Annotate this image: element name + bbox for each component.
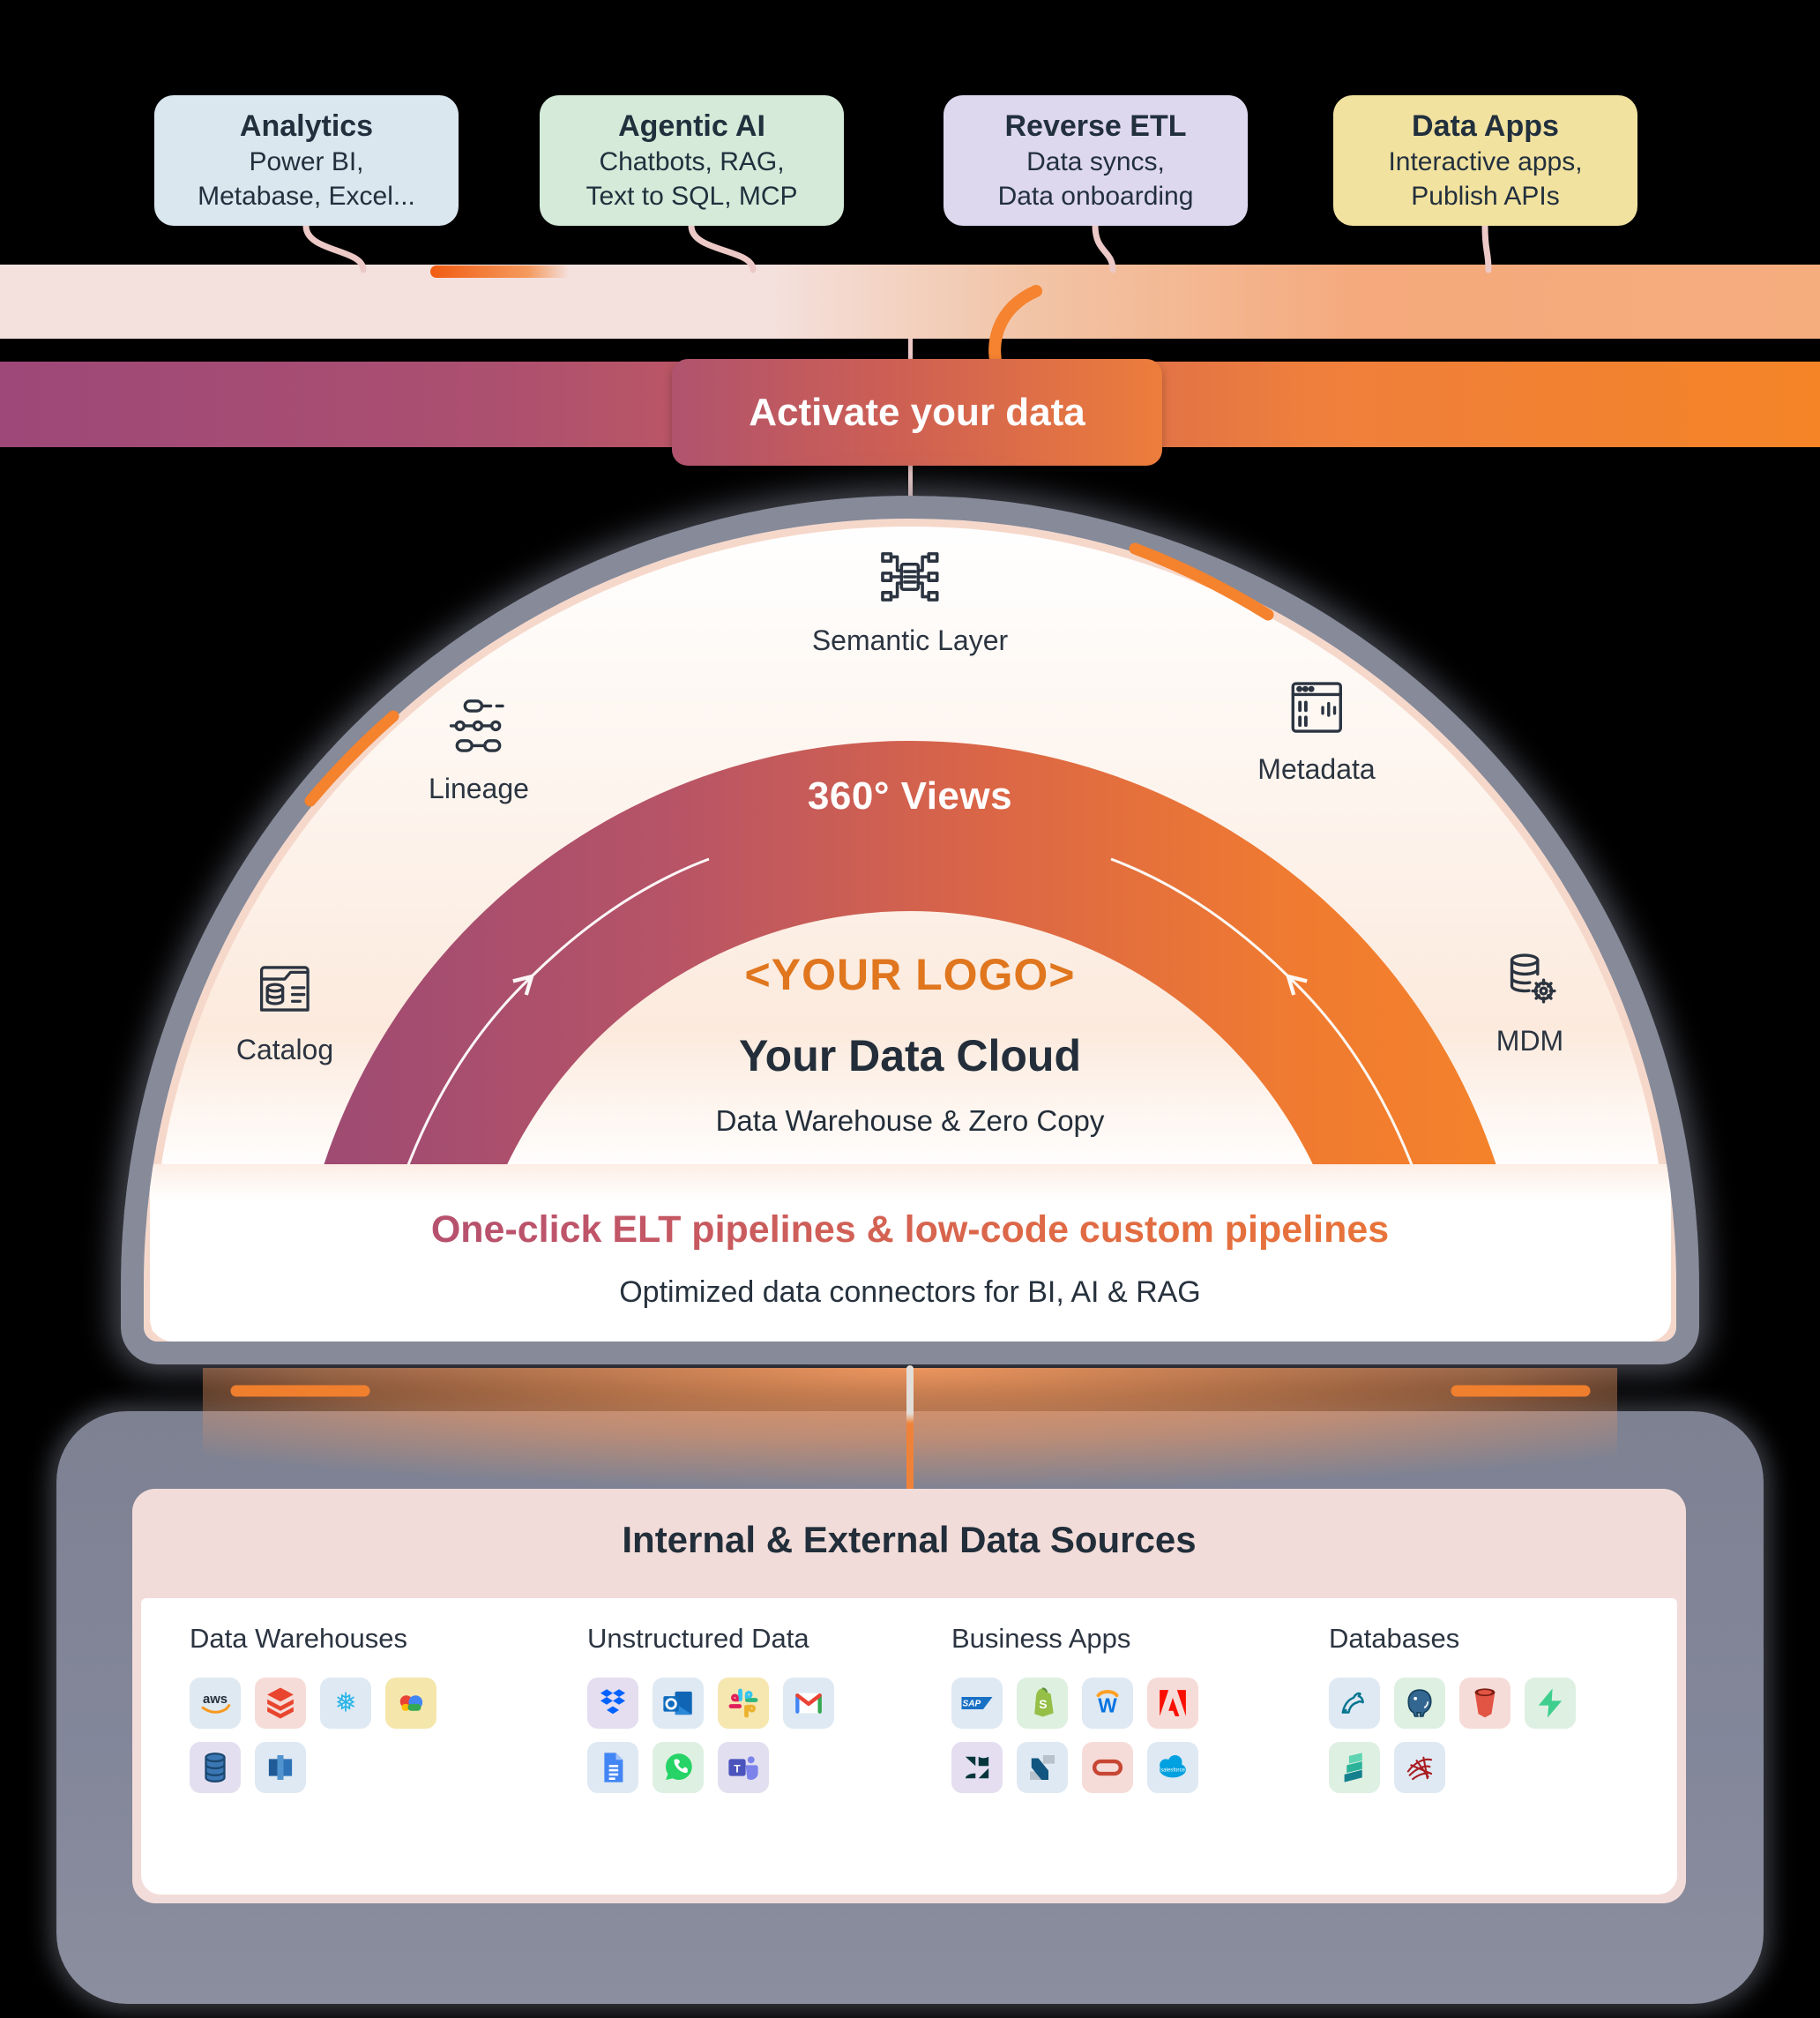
data-cloud-dome: 360° Views <YOUR LOGO> Your Data Cloud D…: [121, 496, 1699, 1364]
supabase-icon: [1525, 1678, 1576, 1729]
icon-grid: aws ❅: [190, 1678, 436, 1793]
data-cloud-subtitle: Data Warehouse & Zero Copy: [715, 1104, 1105, 1137]
svg-text:T: T: [734, 1762, 741, 1775]
svg-text:salesforce: salesforce: [1160, 1767, 1185, 1773]
pipelines-band: [150, 1164, 1671, 1342]
box-line: Publish APIs: [1411, 181, 1560, 211]
category-label: Data Warehouses: [190, 1623, 407, 1654]
teams-icon: T: [718, 1742, 769, 1793]
activate-banner: Activate your data: [672, 359, 1162, 466]
icon-grid: [1329, 1678, 1576, 1793]
box-line: Power BI,: [249, 147, 364, 177]
gmail-icon: [783, 1678, 834, 1729]
category-data-warehouses: Data Warehouses aws ❅: [190, 1623, 436, 1793]
activate-banner-label: Activate your data: [749, 390, 1085, 434]
box-line: Interactive apps,: [1388, 147, 1583, 177]
svg-text:S: S: [1039, 1697, 1047, 1711]
collector-bar: [0, 265, 1820, 339]
postgresql-icon: [1394, 1678, 1445, 1729]
sources-header: Internal & External Data Sources: [622, 1519, 1197, 1560]
category-label: Business Apps: [951, 1623, 1131, 1654]
category-label: Unstructured Data: [587, 1623, 809, 1654]
top-box-analytics: Analytics Power BI, Metabase, Excel...: [154, 95, 459, 226]
marker-label: Semantic Layer: [811, 624, 1009, 656]
whatsapp-icon: [653, 1742, 704, 1793]
marker-label: Lineage: [429, 773, 529, 804]
marker-label: MDM: [1496, 1025, 1564, 1057]
svg-text:❅: ❅: [335, 1689, 357, 1718]
google-docs-icon: [587, 1742, 638, 1793]
category-databases: Databases: [1329, 1623, 1576, 1793]
your-logo-placeholder: <YOUR LOGO>: [744, 950, 1076, 999]
svg-text:SAP: SAP: [963, 1700, 981, 1709]
orange-accent-dash: [430, 265, 570, 278]
box-line: Data onboarding: [997, 181, 1194, 211]
metadata-icon: [1291, 682, 1342, 733]
box-title: Reverse ETL: [1004, 108, 1187, 143]
outlook-icon: [653, 1678, 704, 1729]
icon-grid: T: [587, 1678, 834, 1793]
box-line: Metabase, Excel...: [198, 181, 415, 211]
marker-mdm: MDM: [1496, 947, 1563, 1058]
sql-server-icon: [1394, 1742, 1445, 1793]
workday-icon: W: [1082, 1678, 1133, 1729]
mysql-icon: [1329, 1678, 1380, 1729]
google-cloud-icon: [385, 1678, 436, 1729]
redshift-icon: [255, 1742, 306, 1793]
catalog-icon: [260, 966, 310, 1012]
sources-card: Internal & External Data Sources Data Wa…: [132, 1489, 1686, 1903]
sap-icon: SAP: [951, 1678, 1003, 1729]
marker-label: Metadata: [1257, 753, 1376, 785]
mdm-icon: [1510, 953, 1556, 1004]
salesforce-icon: salesforce: [1147, 1742, 1198, 1793]
netsuite-icon: [1017, 1742, 1068, 1793]
zendesk-icon: [951, 1742, 1003, 1793]
ring-label: 360° Views: [807, 774, 1013, 818]
marker-semantic-layer: Semantic Layer: [812, 543, 1008, 657]
svg-text:W: W: [1098, 1694, 1117, 1717]
aws-icon: aws: [190, 1678, 241, 1729]
top-box-reverse-etl: Reverse ETL Data syncs, Data onboarding: [944, 95, 1248, 226]
svg-text:aws: aws: [203, 1693, 228, 1707]
360-ring: [293, 741, 1527, 1342]
adobe-icon: [1147, 1678, 1198, 1729]
oracle-icon: [1082, 1742, 1133, 1793]
pipelines-heading: One-click ELT pipelines & low-code custo…: [144, 1208, 1676, 1252]
top-box-data-apps: Data Apps Interactive apps, Publish APIs: [1333, 95, 1637, 226]
box-title: Analytics: [239, 108, 374, 143]
data-cloud-title: Your Data Cloud: [739, 1031, 1081, 1080]
shopify-icon: S: [1017, 1678, 1068, 1729]
dome-to-sources-connector: [906, 1365, 914, 1492]
dynamodb-icon: [190, 1742, 241, 1793]
marker-metadata: Metadata: [1257, 676, 1376, 786]
semantic-layer-icon: [881, 552, 939, 602]
box-line: Text to SQL, MCP: [586, 181, 798, 211]
amazon-s3-icon: [1459, 1678, 1510, 1729]
box-line: Chatbots, RAG,: [599, 147, 785, 177]
marker-label: Catalog: [235, 1034, 334, 1065]
box-title: Data Apps: [1412, 108, 1559, 143]
snowflake-icon: ❅: [320, 1678, 371, 1729]
box-title: Agentic AI: [618, 108, 765, 143]
top-box-agentic-ai: Agentic AI Chatbots, RAG, Text to SQL, M…: [540, 95, 844, 226]
category-label: Databases: [1329, 1623, 1460, 1654]
sources-body: Data Warehouses aws ❅ Unstructured Data T…: [141, 1598, 1677, 1895]
microsoft-fabric-icon: [1329, 1742, 1380, 1793]
slack-icon: [718, 1678, 769, 1729]
box-line: Data syncs,: [1026, 147, 1165, 177]
category-unstructured-data: Unstructured Data T: [587, 1623, 834, 1793]
marker-lineage: Lineage: [429, 695, 529, 805]
databricks-icon: [255, 1678, 306, 1729]
lineage-icon: [449, 699, 504, 752]
marker-catalog: Catalog: [236, 958, 333, 1066]
dropbox-icon: [587, 1678, 638, 1729]
pipelines-subheading: Optimized data connectors for BI, AI & R…: [619, 1275, 1201, 1309]
